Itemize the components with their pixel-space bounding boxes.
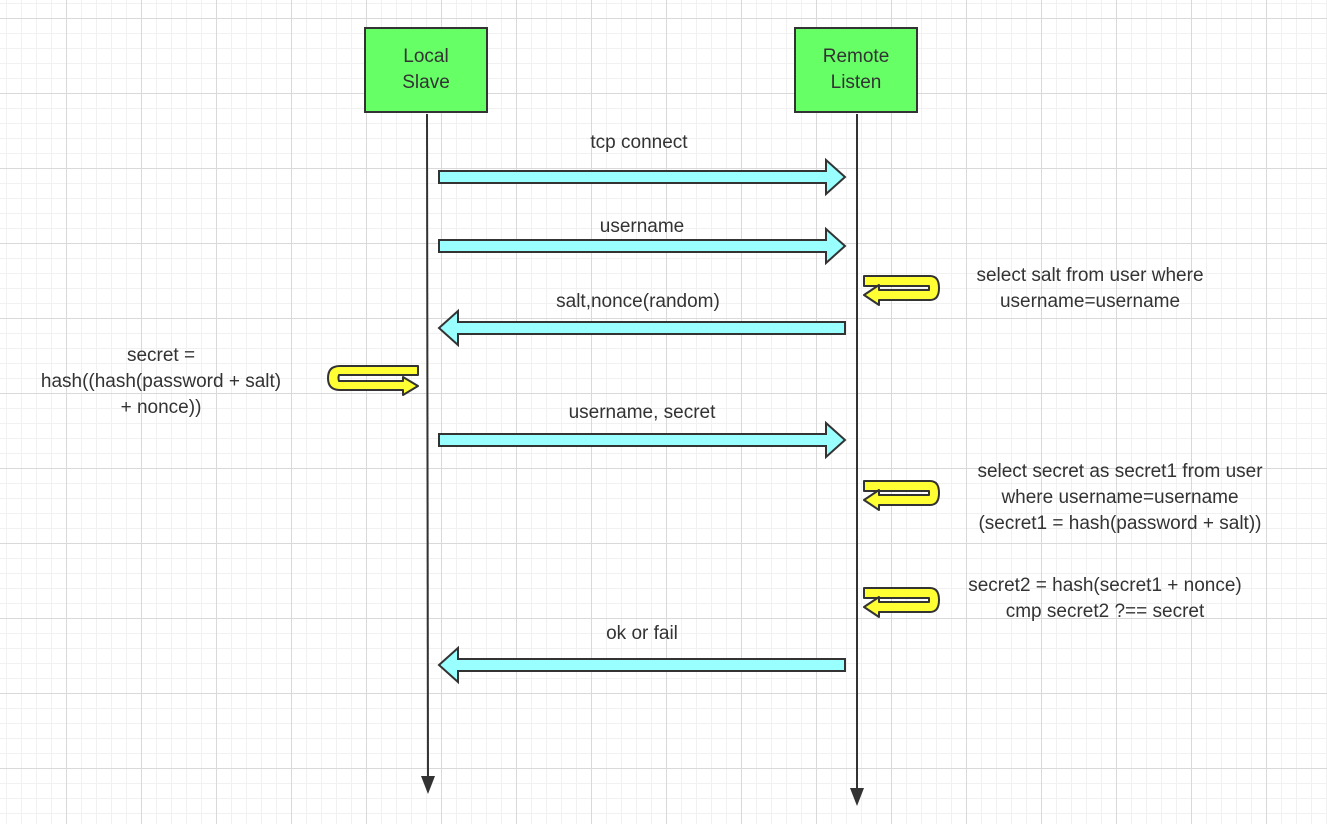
message-label-salt-nonce: salt,nonce(random) — [556, 291, 720, 312]
self-loop-arrow-select-salt — [863, 275, 940, 306]
self-action-label-compute-secret: secret = hash((hash(password + salt) + n… — [40, 345, 282, 418]
self-loop-arrow-compare-secret — [863, 587, 940, 618]
participant-local-slave: Local Slave — [364, 27, 488, 113]
self-loop-arrow-compute-secret — [327, 365, 419, 396]
message-label-username-secret: username, secret — [568, 402, 716, 423]
participant-remote-listen: Remote Listen — [794, 27, 918, 113]
self-action-label-compare-secret: secret2 = hash(secret1 + nonce) cmp secr… — [968, 575, 1242, 622]
message-arrow-tcp-connect — [438, 157, 847, 197]
message-label-ok-or-fail: ok or fail — [606, 623, 678, 644]
message-arrow-ok-or-fail — [437, 645, 846, 685]
lifeline-remote — [850, 114, 864, 806]
lifeline-local — [421, 113, 435, 794]
message-arrow-username — [438, 226, 847, 266]
message-label-tcp-connect: tcp connect — [590, 132, 688, 153]
message-label-username: username — [599, 216, 685, 237]
message-arrow-username-secret — [438, 420, 847, 460]
self-loop-arrow-select-secret — [863, 480, 940, 511]
self-action-label-select-secret: select secret as secret1 from user where… — [977, 461, 1263, 534]
message-arrow-salt-nonce — [437, 308, 846, 348]
self-action-label-select-salt: select salt from user where username=use… — [976, 265, 1204, 312]
